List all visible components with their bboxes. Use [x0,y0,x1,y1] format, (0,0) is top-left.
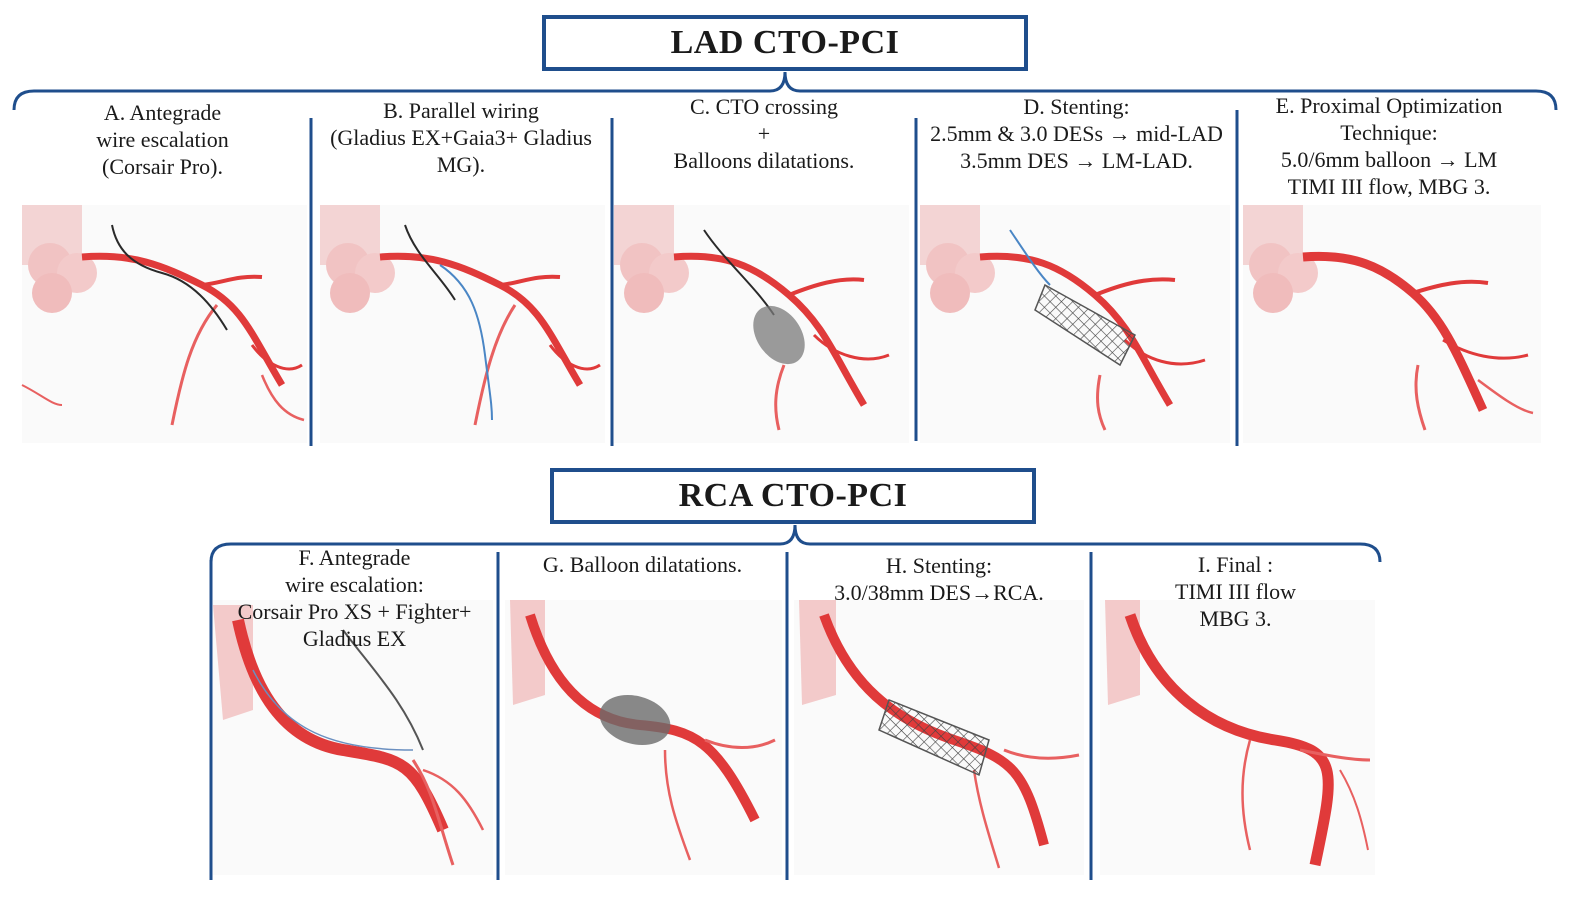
panel-a-label: A. Antegrade wire escalation (Corsair Pr… [96,100,229,179]
lad-bracket [12,71,1558,111]
panel-a-illustration [21,205,307,443]
panel-h-illustration [794,600,1084,875]
panel-g-illustration [505,600,782,875]
panel-c-illustration [614,205,909,443]
panel-d-label: D. Stenting: 2.5mm & 3.0 DESs → mid-LAD … [930,94,1223,173]
panel-b-label: B. Parallel wiring (Gladius EX+Gaia3+ Gl… [330,98,592,177]
panel-c-label: C. CTO crossing + Balloons dilatations. [673,94,855,173]
rca-title-box: RCA CTO-PCI [550,468,1036,524]
panel-g-label: G. Balloon dilatations. [542,552,743,577]
panel-b-illustration [320,205,605,443]
rca-bracket [209,524,1382,563]
panel-d-illustration [920,205,1230,443]
panel-i-illustration [1100,600,1375,875]
panel-e-illustration [1243,205,1541,443]
lad-title-box: LAD CTO-PCI [542,15,1028,71]
lad-title: LAD CTO-PCI [670,24,900,61]
rca-title: RCA CTO-PCI [678,477,908,514]
panel-h-label: H. Stenting: 3.0/38mm DES→RCA. [834,553,1044,605]
panel-e-label: E. Proximal Optimization Technique: 5.0/… [1275,93,1503,199]
panel-f-illustration [213,600,493,875]
panel-i-label: I. Final : TIMI III flow MBG 3. [1175,552,1296,631]
panel-f-label: F. Antegrade wire escalation: Corsair Pr… [237,545,472,651]
